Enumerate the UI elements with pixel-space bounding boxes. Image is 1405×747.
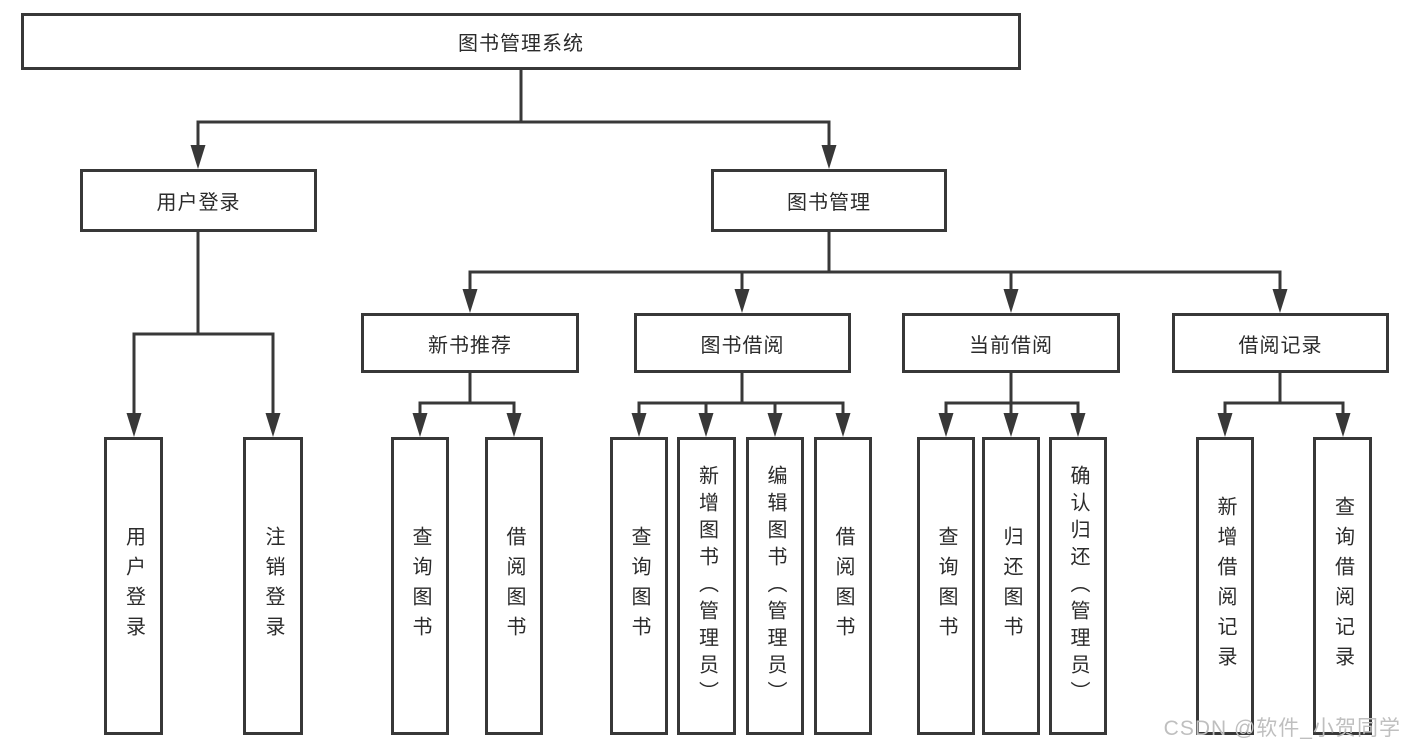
node-label: 图书管理: [787, 192, 871, 214]
leaf-query-books-borrow: 查询图书: [610, 437, 668, 735]
leaf-confirm-return-admin: 确认归还（管理员）: [1049, 437, 1107, 735]
node-label: 当前借阅: [969, 334, 1053, 357]
leaf-label: 注销登录: [262, 526, 284, 646]
node-label: 用户登录: [156, 192, 241, 214]
leaf-add-borrow-record: 新增借阅记录: [1196, 437, 1254, 735]
leaf-label: 借阅图书: [503, 526, 525, 646]
leaf-borrow-books: 借阅图书: [814, 437, 872, 735]
leaf-query-books-current: 查询图书: [917, 437, 975, 735]
node-label: 图书管理系统: [458, 33, 584, 55]
leaf-add-book-admin: 新增图书（管理员）: [677, 437, 736, 735]
node-label: 图书借阅: [700, 334, 785, 357]
node-user-login: 用户登录: [80, 169, 317, 232]
leaf-edit-book-admin: 编辑图书（管理员）: [746, 437, 804, 735]
leaf-label: 借阅图书: [832, 526, 854, 646]
leaf-query-borrow-record: 查询借阅记录: [1313, 437, 1372, 735]
node-new-book-recommend: 新书推荐: [361, 313, 579, 373]
leaf-query-books-recommend: 查询图书: [391, 437, 449, 735]
leaf-logout: 注销登录: [243, 437, 303, 735]
node-book-management: 图书管理: [711, 169, 947, 232]
leaf-label: 新增借阅记录: [1214, 496, 1236, 676]
leaf-user-login: 用户登录: [104, 437, 163, 735]
leaf-label: 查询图书: [409, 526, 431, 646]
node-book-borrow: 图书借阅: [634, 313, 851, 373]
node-system-root: 图书管理系统: [21, 13, 1021, 70]
leaf-label: 查询图书: [628, 526, 650, 646]
leaf-label: 新增图书（管理员）: [695, 464, 718, 708]
leaf-label: 查询图书: [935, 526, 957, 646]
node-current-borrow: 当前借阅: [902, 313, 1120, 373]
leaf-label: 归还图书: [1000, 526, 1022, 646]
leaf-borrow-books-recommend: 借阅图书: [485, 437, 543, 735]
leaf-label: 确认归还（管理员）: [1067, 464, 1089, 708]
leaf-label: 编辑图书（管理员）: [764, 464, 786, 708]
leaf-label: 查询借阅记录: [1331, 496, 1354, 676]
node-borrow-records: 借阅记录: [1172, 313, 1389, 373]
node-label: 新书推荐: [428, 334, 512, 357]
node-label: 借阅记录: [1238, 334, 1323, 357]
watermark: CSDN @软件_小贺同学: [1163, 717, 1401, 740]
leaf-label: 用户登录: [122, 526, 145, 646]
leaf-return-books: 归还图书: [982, 437, 1040, 735]
